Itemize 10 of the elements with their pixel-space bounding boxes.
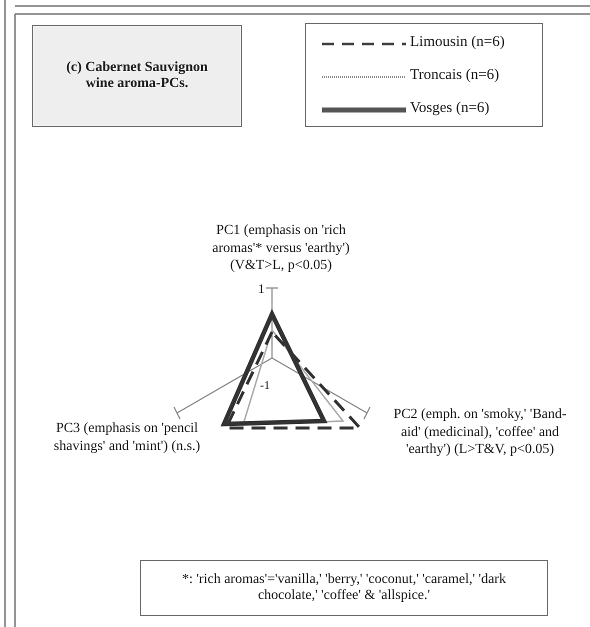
axis-label: PC1 (emphasis on 'rich aromas'* versus 'earthy') (V&T>L, p<0.05) xyxy=(211,222,351,274)
legend-text: Troncais (n=6) xyxy=(410,67,500,84)
axis-tick-label: 1 xyxy=(258,281,264,297)
axis-label: PC3 (emphasis on 'pencil shavings' and 'mint') (n.s.) xyxy=(52,420,202,455)
axis-tick-label: -1 xyxy=(260,378,270,393)
title-box: (c) Cabernet Sauvignon wine aroma-PCs. xyxy=(32,25,242,127)
axis-label: PC2 (emph. on 'smoky,' 'Band-aid' (medicinal), 'coffee' and 'earthy') (L>T&V, p<0.05) xyxy=(392,406,568,458)
footnote-box: *: 'rich aromas'='vanilla,' 'berry,' 'coconut,' 'caramel,' 'dark chocolate,' 'coffee' & 'allspice.' xyxy=(140,560,548,616)
legend-text: Limousin (n=6) xyxy=(410,34,505,51)
legend-text: Vosges (n=6) xyxy=(410,100,490,117)
